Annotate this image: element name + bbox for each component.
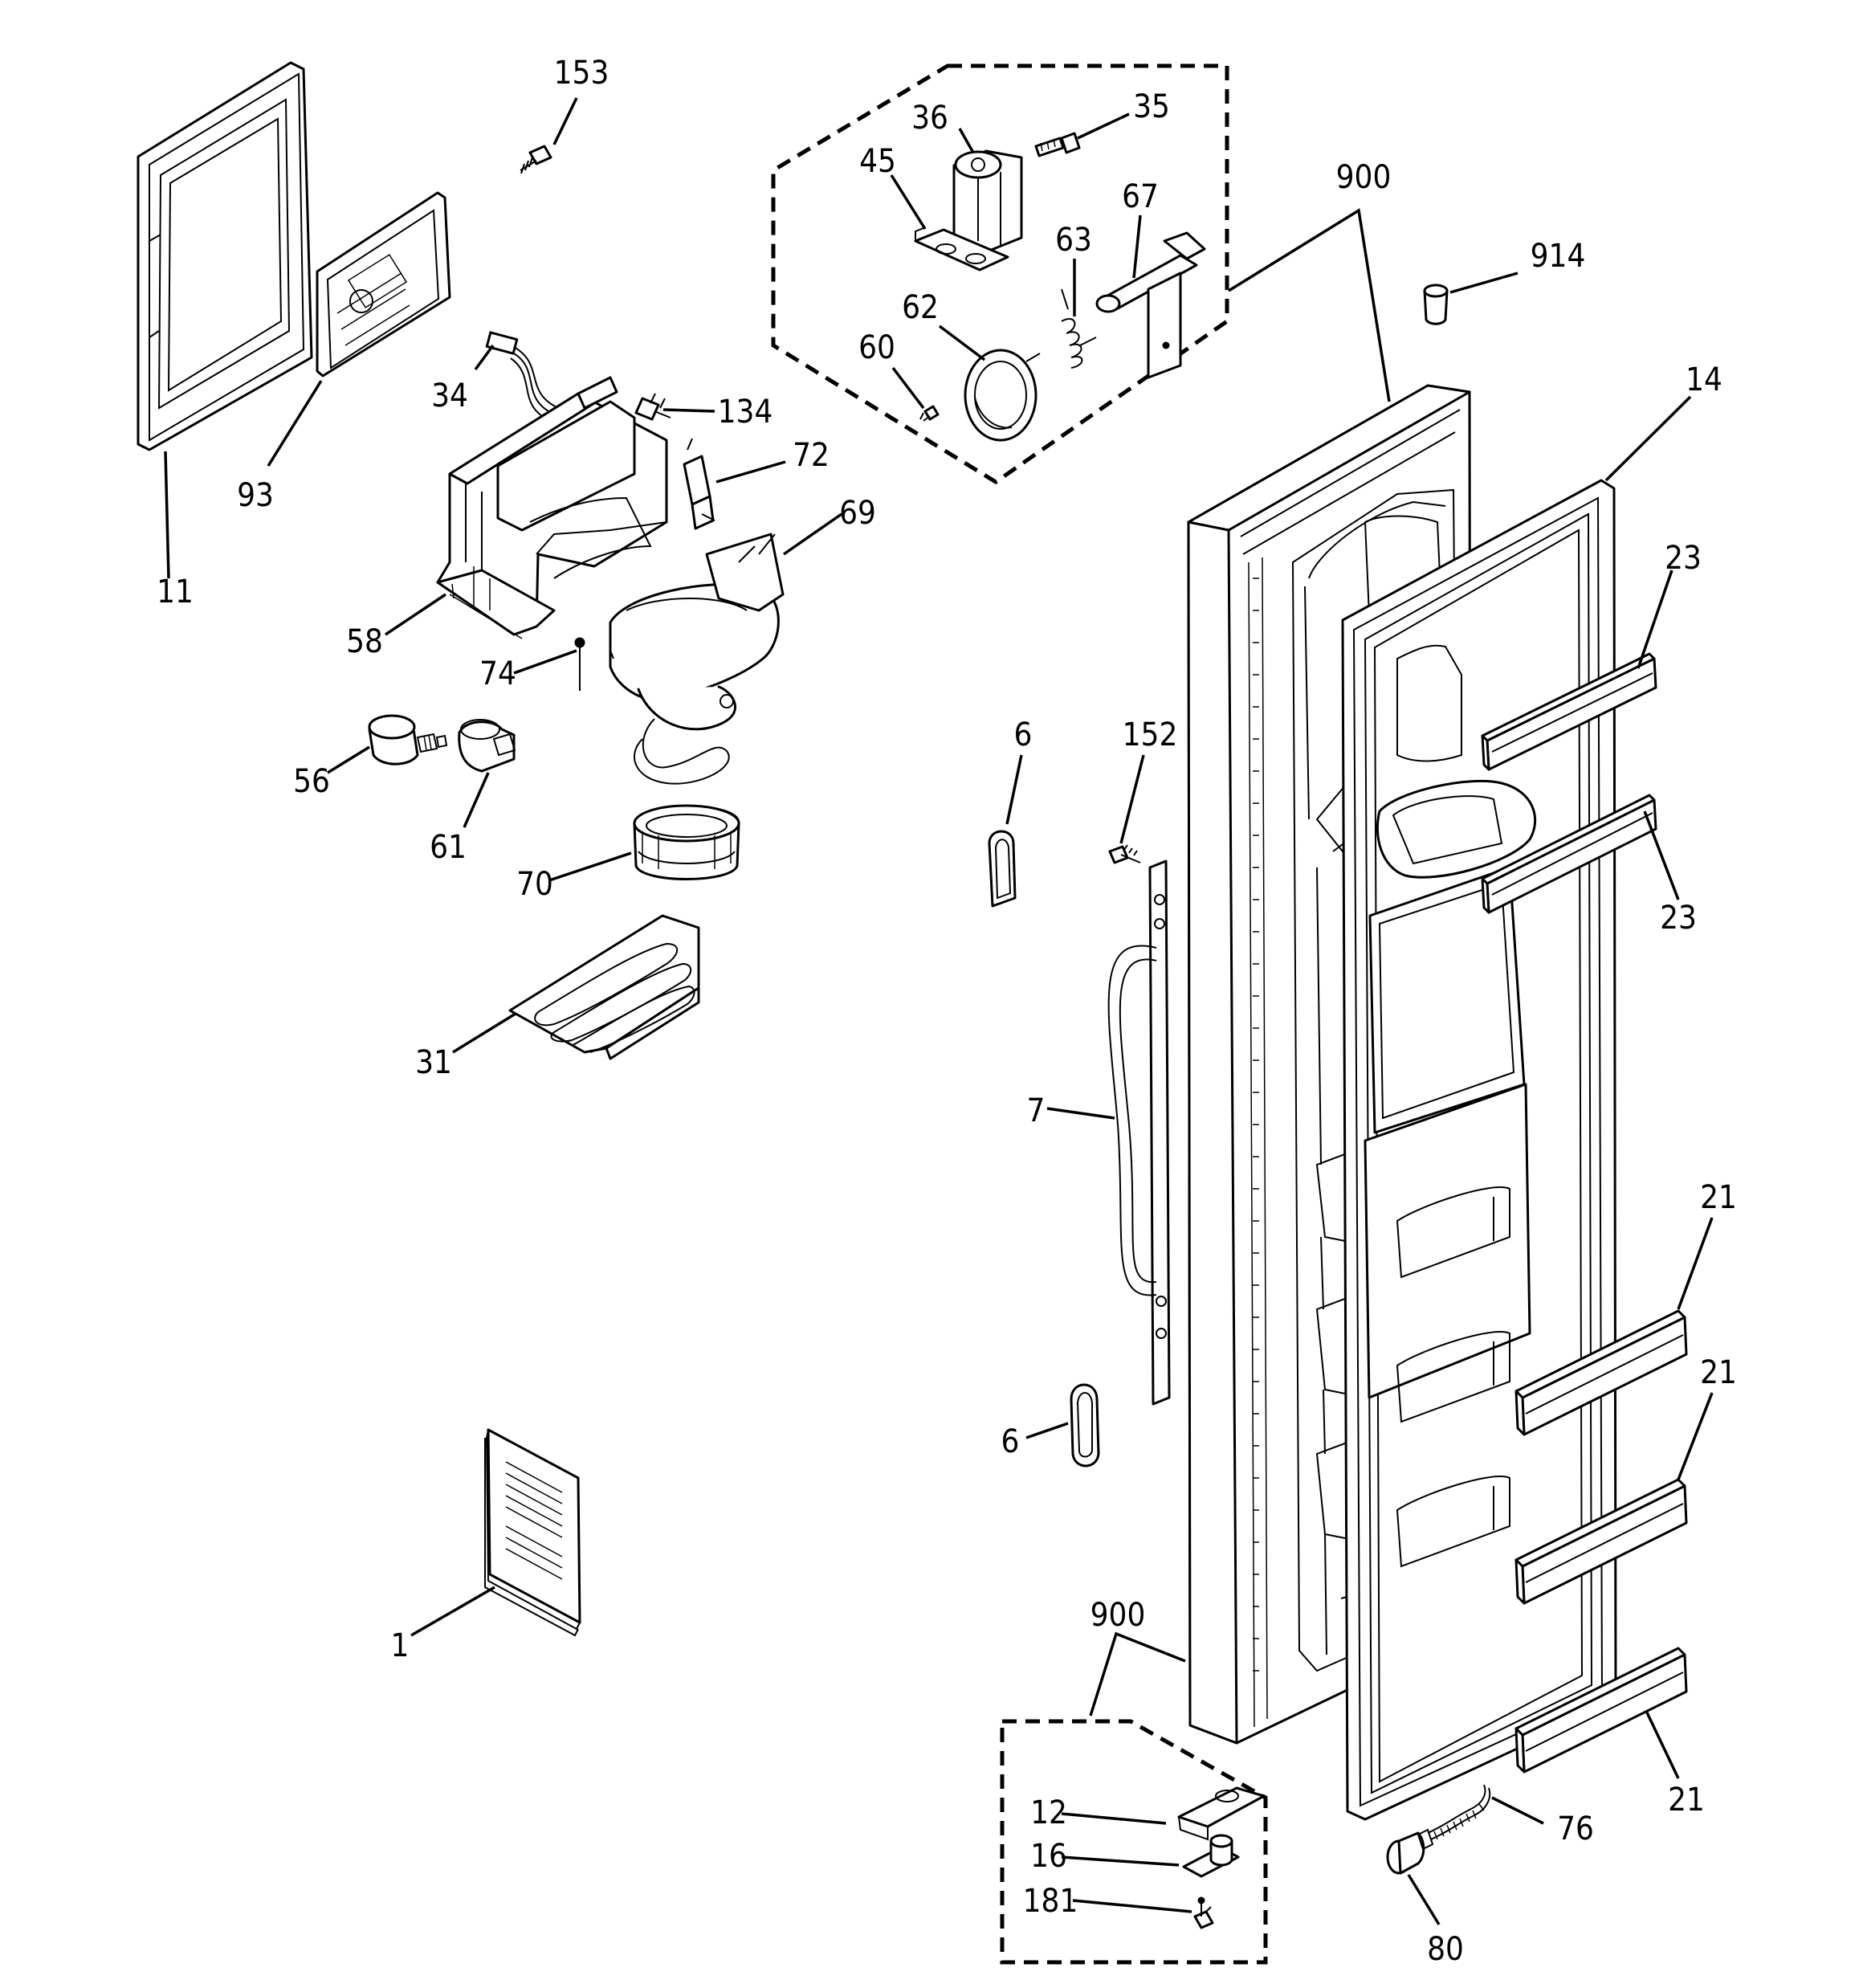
callout-153: 153: [554, 55, 609, 92]
callout-21-a: 21: [1700, 1179, 1737, 1216]
callout-21-b: 21: [1700, 1354, 1737, 1391]
callout-6-bottom: 6: [1001, 1423, 1020, 1460]
callout-67: 67: [1122, 178, 1159, 215]
solenoid-part-36: [952, 149, 1023, 252]
callout-56: 56: [293, 763, 330, 800]
callout-76: 76: [1557, 1810, 1594, 1847]
callout-35: 35: [1133, 88, 1170, 125]
fitting-part-80: [1386, 1828, 1434, 1875]
shelf-rail-part-23a: [1481, 652, 1657, 771]
cap-part-914: [1423, 284, 1449, 325]
callout-69: 69: [839, 495, 876, 532]
callout-36: 36: [911, 100, 948, 137]
water-tube-part-76: [1427, 1784, 1491, 1840]
dispenser-motor-group-box: [771, 63, 1229, 484]
callout-152: 152: [1123, 716, 1178, 753]
coupling-part-61: [458, 719, 516, 773]
callout-21-c: 21: [1668, 1782, 1705, 1819]
ring-part-70: [633, 804, 740, 880]
callout-11: 11: [157, 574, 194, 610]
callout-72: 72: [793, 437, 830, 474]
callout-45: 45: [859, 143, 896, 180]
screw-part-181: [1193, 1896, 1214, 1929]
callout-70: 70: [516, 866, 553, 903]
callout-62: 62: [902, 289, 939, 326]
hinge-part-12: [1177, 1786, 1266, 1841]
door-inner-liner: [1364, 644, 1537, 1568]
door-handle-part-7: [1107, 859, 1171, 1406]
callout-16: 16: [1030, 1838, 1067, 1875]
callout-900-bottom: 900: [1090, 1597, 1146, 1634]
callout-6-top: 6: [1014, 716, 1033, 753]
spring-part-63: [1061, 288, 1097, 369]
callout-61: 61: [430, 829, 467, 866]
callout-74: 74: [479, 655, 516, 692]
screw-part-134: [634, 393, 671, 421]
bin-rail-part-21c: [1514, 1647, 1688, 1774]
dispenser-housing-part-58: [436, 376, 668, 639]
callout-181: 181: [1023, 1883, 1078, 1920]
control-board-part-93: [316, 191, 451, 378]
callout-23-bottom: 23: [1660, 900, 1697, 937]
switch-part-72: [683, 438, 715, 530]
bushing-part-16: [1182, 1834, 1240, 1878]
shelf-rail-part-23b: [1481, 794, 1657, 914]
actuator-part-62: [964, 349, 1041, 442]
screw-part-60: [919, 405, 940, 422]
ice-chute-part-69: [609, 533, 785, 785]
end-cap-part-6a: [988, 830, 1017, 908]
callout-80: 80: [1427, 1931, 1464, 1968]
callout-12: 12: [1030, 1794, 1067, 1831]
owners-manual-part-1: [484, 1428, 581, 1637]
callout-1: 1: [391, 1627, 410, 1664]
callout-31: 31: [415, 1044, 452, 1081]
callout-23-top: 23: [1665, 540, 1702, 577]
callout-7: 7: [1027, 1092, 1046, 1129]
drip-tray-part-31: [508, 914, 700, 1060]
pin-part-74: [574, 637, 614, 691]
callout-63: 63: [1055, 222, 1092, 259]
leader-lines: [164, 97, 1714, 1925]
callout-900-top: 900: [1336, 159, 1392, 196]
callout-labels: 153 36 35 45 67 63 62 60 900 914 14 34 1…: [157, 55, 1737, 1968]
callout-93: 93: [237, 477, 274, 514]
screw-part-35: [1034, 132, 1081, 157]
callout-134: 134: [718, 394, 773, 431]
bracket-part-45: [914, 227, 1009, 271]
bin-rail-part-21a: [1514, 1309, 1688, 1436]
callout-58: 58: [346, 623, 383, 660]
end-cap-part-6b: [1070, 1383, 1100, 1468]
callout-914: 914: [1531, 238, 1586, 275]
lever-part-67: [1095, 231, 1206, 379]
callout-34: 34: [431, 378, 468, 414]
plunger-part-56: [368, 714, 448, 765]
hinge-group-box: [1000, 1719, 1268, 1965]
screw-part-152: [1108, 844, 1141, 864]
screw-part-153: [520, 145, 552, 174]
dispenser-frame-part-11: [137, 61, 313, 451]
callout-14: 14: [1686, 361, 1722, 398]
callout-60: 60: [858, 329, 895, 366]
